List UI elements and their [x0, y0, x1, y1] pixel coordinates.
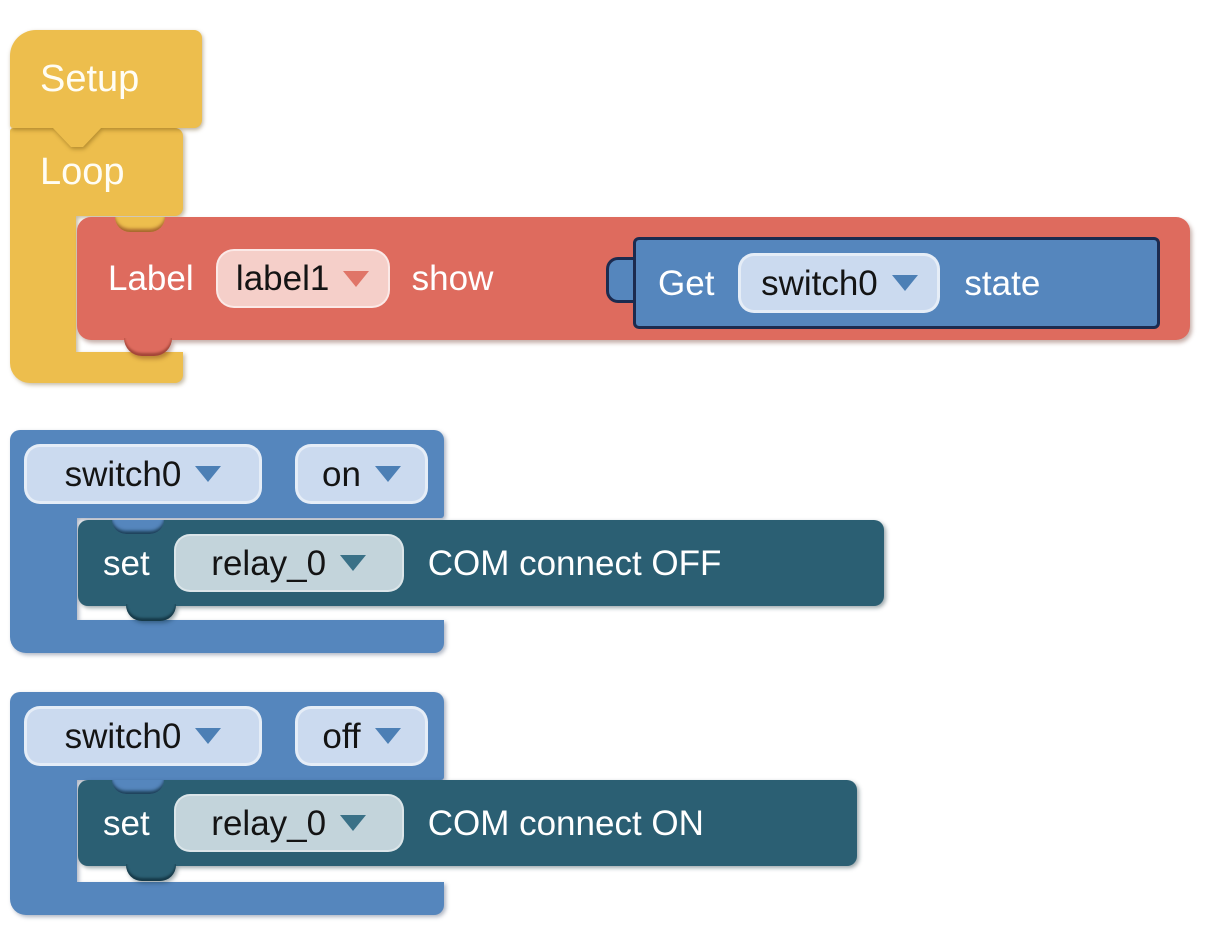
label-show-top-notch: [115, 217, 165, 232]
setup-connector-tab: [52, 127, 102, 147]
relay-dropdown-value: relay_0: [211, 803, 327, 843]
dropdown-arrow-icon: [343, 270, 370, 287]
relay-dropdown[interactable]: relay_0: [173, 534, 404, 592]
get-state-block[interactable]: Get switch0 state: [606, 237, 1162, 329]
when-switch-off-bottom-arm: [10, 882, 444, 915]
when-switch-off-top-arm[interactable]: switch0 off: [10, 692, 444, 780]
dropdown-arrow-icon: [195, 728, 222, 744]
set-relay-off-bottom-tab: [126, 604, 176, 621]
dropdown-arrow-icon: [195, 466, 222, 482]
dropdown-arrow-icon: [340, 555, 367, 571]
switch-dropdown-value: switch0: [64, 454, 182, 494]
when-switch-on-top-arm[interactable]: switch0 on: [10, 430, 444, 518]
when-switch-on-bottom-arm: [10, 620, 444, 653]
set-relay-on-bottom-tab: [126, 864, 176, 881]
label-show-prefix: Label: [108, 259, 194, 298]
loop-block[interactable]: Loop: [10, 128, 210, 386]
setup-block-body[interactable]: Setup: [10, 30, 202, 128]
loop-label: Loop: [40, 151, 125, 193]
when-switch-off-spine: [10, 778, 77, 884]
dropdown-arrow-icon: [374, 466, 401, 482]
state-dropdown-value: off: [322, 716, 361, 756]
setup-block[interactable]: Setup: [10, 30, 210, 150]
loop-block-spine: [10, 214, 76, 354]
get-state-switch-value: switch0: [761, 263, 878, 303]
state-dropdown[interactable]: off: [295, 706, 428, 766]
set-relay-off-block-body[interactable]: set relay_0 COM connect OFF: [78, 520, 884, 606]
state-dropdown-value: on: [322, 454, 361, 494]
set-relay-off-suffix: COM connect OFF: [427, 543, 722, 583]
loop-block-top-arm[interactable]: Loop: [10, 128, 183, 216]
set-relay-off-top-notch: [112, 520, 164, 534]
set-relay-on-block[interactable]: set relay_0 COM connect ON: [78, 780, 864, 884]
label-show-suffix: show: [411, 259, 494, 298]
when-switch-off-block[interactable]: switch0 off: [10, 692, 450, 917]
relay-dropdown-value: relay_0: [211, 543, 327, 583]
label-dropdown-value: label1: [235, 259, 330, 298]
set-relay-on-block-body[interactable]: set relay_0 COM connect ON: [78, 780, 857, 866]
label-dropdown[interactable]: label1: [215, 249, 390, 308]
state-dropdown[interactable]: on: [295, 444, 428, 504]
set-relay-off-block[interactable]: set relay_0 COM connect OFF: [78, 520, 890, 624]
set-relay-on-top-notch: [112, 780, 164, 794]
label-show-bottom-tab: [124, 338, 172, 356]
when-switch-on-spine: [10, 516, 77, 622]
dropdown-arrow-icon: [891, 275, 918, 291]
set-relay-off-prefix: set: [103, 543, 150, 583]
switch-dropdown[interactable]: switch0: [24, 444, 262, 504]
loop-block-bottom-arm: [10, 352, 183, 383]
switch-dropdown-value: switch0: [64, 716, 182, 756]
get-state-prefix: Get: [658, 263, 715, 303]
get-state-switch-dropdown[interactable]: switch0: [738, 253, 941, 313]
when-switch-on-block[interactable]: switch0 on: [10, 430, 450, 655]
dropdown-arrow-icon: [374, 728, 401, 744]
dropdown-arrow-icon: [340, 815, 367, 831]
set-relay-on-prefix: set: [103, 803, 150, 843]
relay-dropdown[interactable]: relay_0: [173, 794, 404, 852]
set-relay-on-suffix: COM connect ON: [427, 803, 704, 843]
setup-label: Setup: [40, 58, 140, 100]
switch-dropdown[interactable]: switch0: [24, 706, 262, 766]
get-state-suffix: state: [964, 263, 1041, 303]
get-state-block-body[interactable]: Get switch0 state: [633, 237, 1160, 329]
